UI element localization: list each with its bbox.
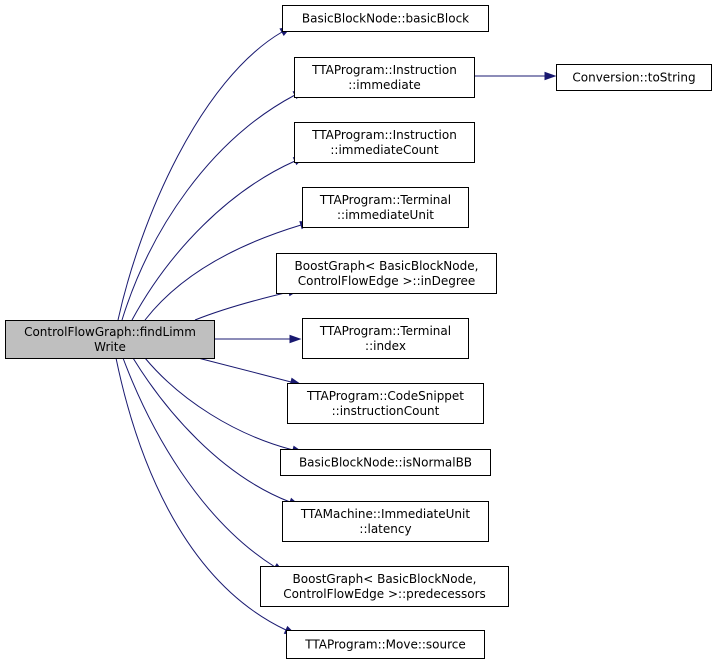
node-box	[556, 64, 712, 91]
node-box	[282, 501, 489, 542]
node-label-line: ::immediateUnit	[337, 208, 434, 222]
node-label-line: ::index	[365, 339, 406, 353]
edge-root-to-n9	[144, 357, 305, 455]
node-box	[260, 566, 509, 607]
edge-line	[122, 357, 276, 568]
node-label-line: TTAProgram::Instruction	[311, 63, 457, 77]
edge-line	[144, 357, 294, 451]
arrow-head	[544, 71, 557, 81]
edge-root-to-n1	[117, 26, 292, 321]
callee-node[interactable]: Conversion::toString	[556, 64, 712, 91]
node-label-line: BasicBlockNode::isNormalBB	[299, 456, 472, 470]
node-label-line: Conversion::toString	[572, 71, 695, 85]
node-label-line: ControlFlowEdge >::inDegree	[298, 274, 476, 288]
edge-root-to-n7	[214, 334, 302, 344]
node-label-line: ::immediate	[348, 78, 421, 92]
node-box	[302, 187, 469, 228]
node-label-line: TTAProgram::Instruction	[311, 128, 457, 142]
node-label-line: ::instructionCount	[332, 404, 440, 418]
node-box	[287, 383, 484, 424]
node-box	[280, 449, 491, 476]
node-label-line: BoostGraph< BasicBlockNode,	[295, 259, 479, 273]
node-label-line: ::latency	[359, 522, 411, 536]
node-label-line: ::immediateCount	[330, 143, 439, 157]
node-label-line: TTAProgram::Move::source	[304, 638, 466, 652]
arrow-head	[289, 334, 302, 344]
edge-line	[115, 357, 287, 631]
node-box	[5, 320, 215, 359]
callee-node[interactable]: TTAProgram::Terminal::index	[302, 318, 469, 359]
node-label-line: BoostGraph< BasicBlockNode,	[293, 572, 477, 586]
edge-root-to-n10	[132, 357, 301, 507]
edge-line	[197, 357, 292, 383]
node-box	[294, 57, 475, 98]
node-label-line: TTAMachine::ImmediateUnit	[300, 507, 470, 521]
callee-node[interactable]: TTAProgram::CodeSnippet::instructionCoun…	[287, 383, 484, 424]
node-box	[302, 318, 469, 359]
node-label-line: TTAProgram::CodeSnippet	[306, 389, 464, 403]
node-box	[282, 5, 489, 32]
callee-node[interactable]: TTAProgram::Instruction::immediateCount	[294, 122, 475, 163]
node-box	[294, 122, 475, 163]
callee-node[interactable]: BoostGraph< BasicBlockNode,ControlFlowEd…	[260, 566, 509, 607]
callee-node[interactable]: BasicBlockNode::isNormalBB	[280, 449, 491, 476]
edge-n2-to-n3	[474, 71, 557, 81]
callee-node[interactable]: BasicBlockNode::basicBlock	[282, 5, 489, 32]
node-label-line: TTAProgram::Terminal	[319, 193, 451, 207]
node-label-line: ControlFlowGraph::findLimm	[24, 325, 196, 339]
callee-node[interactable]: BoostGraph< BasicBlockNode,ControlFlowEd…	[276, 253, 497, 294]
callee-node[interactable]: TTAProgram::Terminal::immediateUnit	[302, 187, 469, 228]
edge-line	[132, 357, 291, 503]
nodes-layer: ControlFlowGraph::findLimmWriteBasicBloc…	[5, 5, 712, 659]
edge-line	[131, 160, 296, 321]
node-label-line: BasicBlockNode::basicBlock	[302, 12, 469, 26]
callee-node[interactable]: TTAMachine::ImmediateUnit::latency	[282, 501, 489, 542]
edge-line	[121, 94, 296, 321]
edge-line	[194, 291, 290, 321]
edge-root-to-n8	[197, 357, 303, 387]
edge-line	[117, 31, 283, 321]
node-box	[276, 253, 497, 294]
callee-node[interactable]: TTAProgram::Move::source	[286, 630, 485, 659]
edge-line	[144, 224, 302, 321]
node-label-line: Write	[94, 340, 126, 354]
node-label-line: TTAProgram::Terminal	[319, 324, 451, 338]
callee-node[interactable]: TTAProgram::Instruction::immediate	[294, 57, 475, 98]
node-label-line: ControlFlowEdge >::predecessors	[283, 587, 486, 601]
node-box	[286, 630, 485, 659]
edge-root-to-n4	[131, 156, 306, 321]
edge-root-to-n11	[122, 357, 285, 574]
